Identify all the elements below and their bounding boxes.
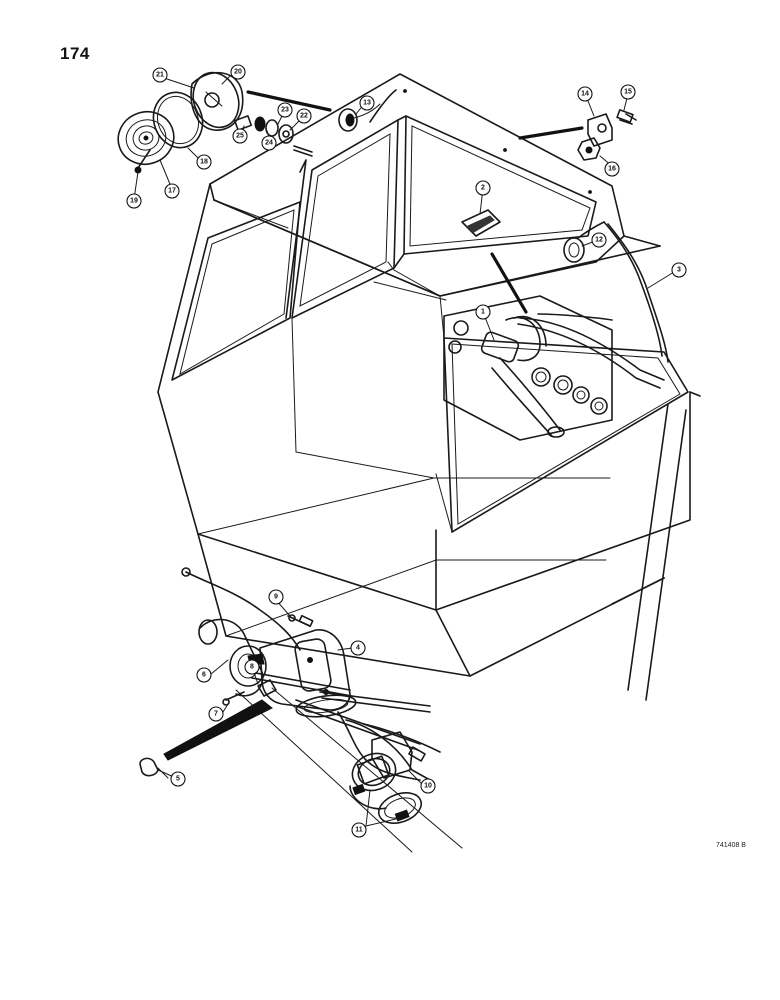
svg-text:21: 21 [156, 72, 164, 79]
callout-5: 5 [170, 771, 186, 787]
callout-1: 1 [475, 304, 491, 320]
svg-text:2: 2 [481, 185, 485, 192]
callout-2: 2 [475, 180, 491, 196]
svg-text:16: 16 [608, 166, 616, 173]
callout-8: 8 [244, 659, 260, 675]
harness-clip [461, 209, 528, 314]
work-light-assembly [117, 71, 358, 174]
wiper-motor-assembly [139, 567, 463, 853]
svg-text:23: 23 [281, 107, 289, 114]
callout-24: 24 [261, 135, 277, 151]
callout-3: 3 [671, 262, 687, 278]
wiring-harness [353, 89, 669, 389]
callout-10: 10 [420, 778, 436, 794]
callout-13: 13 [359, 95, 375, 111]
svg-text:11: 11 [355, 827, 363, 834]
callout-17: 17 [164, 183, 180, 199]
svg-text:12: 12 [595, 237, 603, 244]
callout-4: 4 [350, 640, 366, 656]
instrument-panel [443, 295, 613, 441]
svg-text:18: 18 [200, 159, 208, 166]
callout-16: 16 [604, 161, 620, 177]
svg-text:24: 24 [265, 140, 273, 147]
svg-text:13: 13 [363, 100, 371, 107]
callout-25: 25 [232, 128, 248, 144]
svg-text:19: 19 [130, 198, 138, 205]
svg-text:7: 7 [214, 711, 218, 718]
svg-text:10: 10 [424, 783, 432, 790]
callout-14: 14 [577, 86, 593, 102]
callout-18: 18 [196, 154, 212, 170]
svg-text:4: 4 [356, 645, 360, 652]
callout-19: 19 [126, 193, 142, 209]
callout-15: 15 [620, 84, 636, 100]
cab-frame [157, 73, 701, 701]
page-number: 174 [60, 44, 90, 63]
svg-text:20: 20 [234, 69, 242, 76]
svg-text:17: 17 [168, 188, 176, 195]
svg-text:15: 15 [624, 89, 632, 96]
callout-20: 20 [230, 64, 246, 80]
callout-21: 21 [152, 67, 168, 83]
callout-23: 23 [277, 102, 293, 118]
callout-7: 7 [208, 706, 224, 722]
svg-text:22: 22 [300, 113, 308, 120]
svg-text:9: 9 [274, 594, 278, 601]
callout-22: 22 [296, 108, 312, 124]
svg-text:5: 5 [176, 776, 180, 783]
figure-code: 741408 B [716, 842, 746, 849]
svg-text:25: 25 [236, 133, 244, 140]
callout-12: 12 [591, 232, 607, 248]
svg-text:1: 1 [481, 309, 485, 316]
front-lamp [563, 221, 605, 263]
callout-6: 6 [196, 667, 212, 683]
callout-11: 11 [351, 822, 367, 838]
svg-text:3: 3 [677, 267, 681, 274]
svg-text:8: 8 [250, 664, 254, 671]
callout-9: 9 [268, 589, 284, 605]
svg-text:6: 6 [202, 672, 206, 679]
mounting-bracket [518, 109, 637, 161]
svg-text:14: 14 [581, 91, 589, 98]
